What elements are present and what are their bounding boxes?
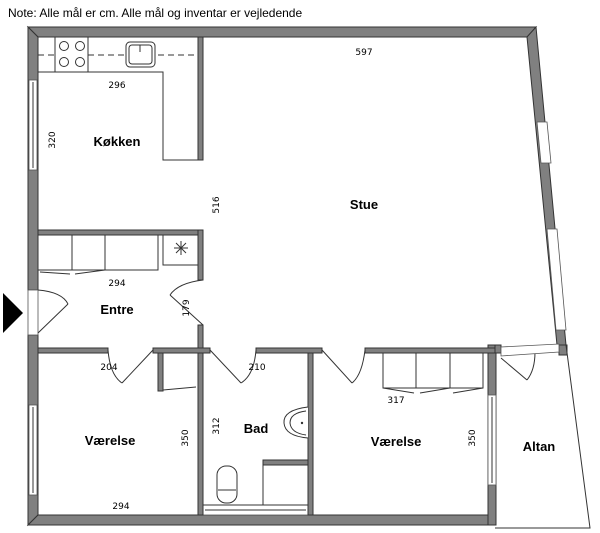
kitchen-counter bbox=[38, 54, 198, 161]
internal-walls bbox=[37, 36, 568, 516]
bathroom-sink-icon bbox=[283, 406, 309, 439]
toilet-icon bbox=[216, 465, 238, 504]
entrance-arrow-icon bbox=[3, 293, 23, 333]
ventilation-shaft-icon bbox=[162, 235, 198, 266]
living-width: 597 bbox=[355, 48, 372, 58]
bedroom-left-bottom-width: 294 bbox=[112, 502, 129, 512]
balcony-outline bbox=[495, 344, 591, 529]
entrance-width: 294 bbox=[108, 279, 125, 289]
bathroom-label: Bad bbox=[244, 421, 269, 436]
bedroom-wardrobe bbox=[382, 352, 484, 394]
stove-icon bbox=[54, 36, 89, 73]
shower-area bbox=[203, 465, 308, 506]
kitchen-width: 296 bbox=[108, 81, 125, 91]
bedroom-left-label: Værelse bbox=[85, 433, 136, 448]
bathroom-depth: 312 bbox=[212, 417, 222, 434]
bedroom-left-top-width: 204 bbox=[100, 363, 117, 373]
bathroom-width: 210 bbox=[248, 363, 265, 373]
outer-walls bbox=[26, 25, 567, 527]
bedroom-right-width: 317 bbox=[387, 396, 404, 406]
bedroom-left-depth: 350 bbox=[181, 429, 191, 446]
living-depth: 516 bbox=[212, 196, 222, 213]
balcony-label: Altan bbox=[523, 439, 556, 454]
windows bbox=[27, 79, 567, 516]
entrance-depth: 179 bbox=[182, 299, 192, 316]
entrance-label: Entre bbox=[100, 302, 133, 317]
kitchen-label: Køkken bbox=[94, 134, 141, 149]
living-label: Stue bbox=[350, 197, 378, 212]
kitchen-sink-icon bbox=[125, 41, 156, 68]
kitchen-depth: 320 bbox=[48, 131, 58, 148]
bedroom-right-depth: 350 bbox=[468, 429, 478, 446]
disclaimer-note: Note: Alle mål er cm. Alle mål og invent… bbox=[8, 6, 303, 20]
bedroom-right-label: Værelse bbox=[371, 434, 422, 449]
doors bbox=[37, 279, 560, 391]
entrance-wardrobe bbox=[37, 234, 159, 275]
